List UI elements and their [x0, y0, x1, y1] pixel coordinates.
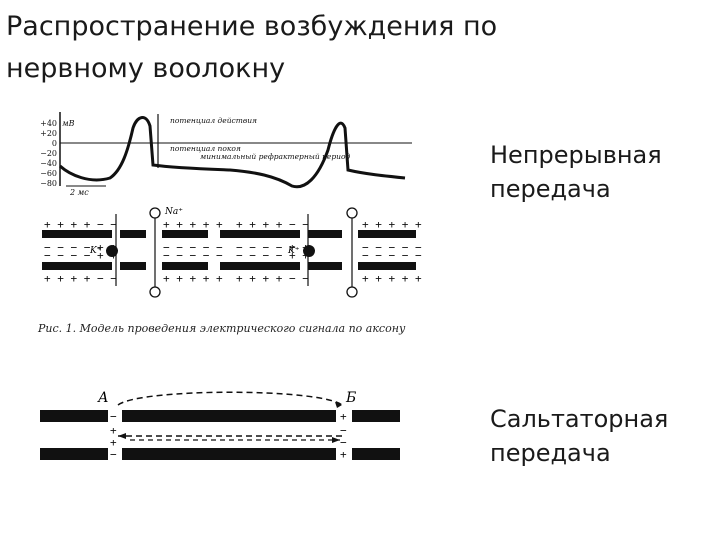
axon-membrane-bottom: [42, 262, 416, 270]
figure-caption: Рис. 1. Модель проведения электрического…: [37, 322, 406, 335]
na-ion-icon: [346, 286, 358, 298]
time-scale-label: 2 мс: [69, 188, 89, 197]
tick-label: +40: [40, 119, 57, 128]
svg-text:− − − − −: − − − − −: [362, 249, 422, 262]
svg-text:+ + + + +: + + + + +: [163, 218, 223, 231]
axon-membrane-top: [42, 230, 416, 238]
na-ion-icon: [149, 286, 161, 298]
action-potential-label: потенциал действия: [170, 116, 257, 125]
svg-text:− − − − + +: − − − − + +: [44, 241, 117, 254]
k-label: K⁺: [287, 246, 300, 256]
continuous-transmission-label: Непрерывная передача: [490, 141, 662, 203]
svg-text:−: −: [110, 448, 117, 461]
svg-text:− − − − −: − − − − −: [362, 241, 422, 254]
tick-label: −40: [40, 159, 57, 168]
tick-label: +20: [40, 129, 57, 138]
svg-text:−: −: [340, 424, 347, 437]
refractory-label: минимальный рефрактерный период: [200, 152, 351, 161]
svg-text:− − − − + +: − − − − + +: [236, 249, 309, 262]
svg-text:+ + + + − −: + + + + − −: [236, 218, 309, 231]
node-a-label: А: [97, 390, 109, 406]
svg-text:+: +: [340, 410, 347, 423]
resting-potential-label: потенциал покоя: [170, 144, 241, 153]
svg-text:− − − − −: − − − − −: [163, 241, 223, 254]
svg-text:+: +: [340, 448, 347, 461]
tick-label: 0: [52, 139, 57, 148]
node-b-label: Б: [345, 390, 356, 406]
action-potential-graph: мВ +40 +20 0 −20 −40 −60 −80 потенциал д…: [40, 112, 412, 197]
svg-text:+ + + + − −: + + + + − −: [236, 272, 309, 285]
myelin-segment: [352, 410, 400, 422]
myelin-segment: [40, 448, 108, 460]
k-label: K⁺: [89, 246, 102, 256]
k-ion-icon: [303, 245, 315, 257]
svg-text:− − − − + +: − − − − + +: [236, 241, 309, 254]
svg-text:+ + + + +: + + + + +: [362, 218, 422, 231]
saltatory-diagram: −+ +− +− −+ А Б: [40, 390, 400, 461]
myelin-segment: [122, 410, 336, 422]
tick-label: −20: [40, 149, 57, 158]
svg-text:+ + + + +: + + + + +: [163, 272, 223, 285]
svg-text:−: −: [340, 436, 347, 449]
myelin-segment: [122, 448, 336, 460]
svg-text:+ + + + +: + + + + +: [362, 272, 422, 285]
svg-text:− − − − + +: − − − − + +: [44, 249, 117, 262]
k-ion-icon: [106, 245, 118, 257]
svg-text:+ + + + − −: + + + + − −: [44, 218, 117, 231]
svg-text:+: +: [110, 436, 117, 449]
myelin-segment: [352, 448, 400, 460]
saltatory-transmission-label: Сальтаторная передача: [490, 405, 669, 467]
tick-label: −80: [40, 179, 57, 188]
svg-text:− − − − −: − − − − −: [163, 249, 223, 262]
myelin-segment: [40, 410, 108, 422]
na-ion-icon: [346, 207, 358, 219]
svg-text:−: −: [110, 410, 117, 423]
svg-text:+ + + + − −: + + + + − −: [44, 272, 117, 285]
slide-title: Распространение возбуждения по нервному …: [6, 11, 498, 84]
na-ion-icon: [149, 207, 161, 219]
tick-label: −60: [40, 169, 57, 178]
axon-model: + + + + − − + + + + + + + + + − − + + + …: [42, 207, 422, 298]
svg-text:+: +: [110, 424, 117, 437]
na-label: Na⁺: [164, 207, 183, 217]
axis-unit: мВ: [62, 119, 75, 128]
potential-curve: [58, 116, 406, 189]
